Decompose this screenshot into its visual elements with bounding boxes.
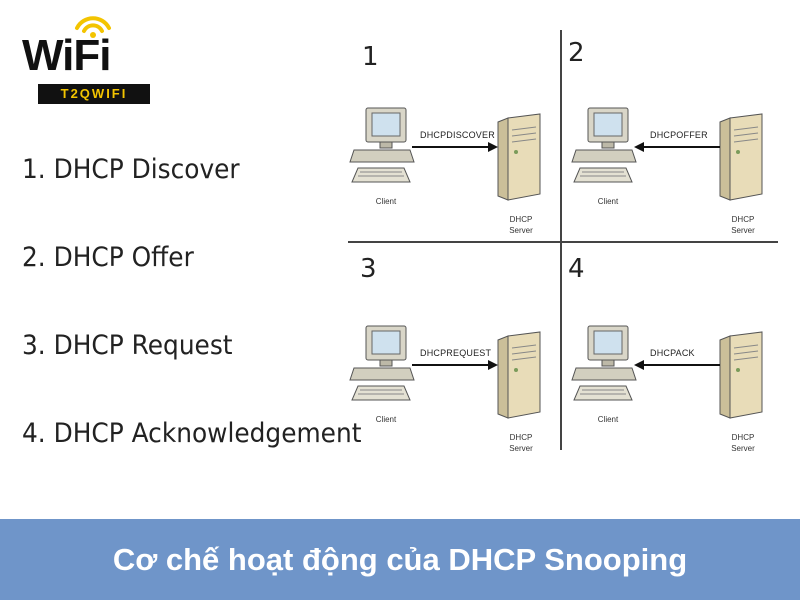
client-computer-icon — [570, 104, 650, 194]
banner-title: Cơ chế hoạt động của DHCP Snooping — [112, 542, 688, 577]
message-label: DHCPDISCOVER — [420, 130, 495, 140]
message-label: DHCPACK — [650, 348, 695, 358]
client-label: Client — [375, 415, 397, 424]
client-computer-icon — [348, 322, 428, 412]
server-label-line: Server — [731, 226, 755, 235]
server-label-line: DHCP — [509, 433, 533, 442]
step-item: 3. DHCP Request — [22, 330, 233, 361]
message-label: DHCPOFFER — [650, 130, 708, 140]
server-label: DHCP Server — [718, 432, 768, 454]
logo-tagline: T2QWIFI — [38, 84, 150, 104]
arrow-right-icon — [412, 360, 498, 370]
arrow-left-icon — [634, 142, 720, 152]
dhcp-server-icon — [496, 112, 546, 212]
quadrant-number: 3 — [360, 254, 377, 284]
quadrant-4: DHCPACK Client DHCP Server — [562, 260, 772, 460]
server-label: DHCP Server — [718, 214, 768, 236]
dhcp-server-icon — [496, 330, 546, 430]
quadrant-2: DHCPOFFER Client DHCP Server — [562, 42, 772, 242]
client-label: Client — [597, 197, 619, 206]
step-item: 2. DHCP Offer — [22, 242, 194, 273]
server-label-line: Server — [731, 444, 755, 453]
server-label-line: DHCP — [509, 215, 533, 224]
server-label-line: DHCP — [731, 215, 755, 224]
server-label-line: DHCP — [731, 433, 755, 442]
server-label: DHCP Server — [496, 214, 546, 236]
server-label-line: Server — [509, 226, 533, 235]
server-label-line: Server — [509, 444, 533, 453]
step-item: 1. DHCP Discover — [22, 154, 240, 185]
arrow-right-icon — [412, 142, 498, 152]
quadrant-number: 1 — [362, 42, 379, 72]
quadrant-number: 4 — [568, 254, 585, 284]
client-label: Client — [375, 197, 397, 206]
wifi-signal-icon — [75, 16, 111, 38]
title-banner: Cơ chế hoạt động của DHCP Snooping — [0, 519, 800, 600]
client-computer-icon — [348, 104, 428, 194]
dhcp-server-icon — [718, 330, 768, 430]
message-label: DHCPREQUEST — [420, 348, 492, 358]
logo: WiFi T2QWIFI — [22, 12, 152, 104]
client-label: Client — [597, 415, 619, 424]
dhcp-server-icon — [718, 112, 768, 212]
step-item: 4. DHCP Acknowledgement — [22, 418, 362, 449]
client-computer-icon — [570, 322, 650, 412]
logo-wordmark: WiFi — [22, 31, 111, 80]
arrow-left-icon — [634, 360, 720, 370]
quadrant-3: DHCPREQUEST Client DHCP Server — [340, 260, 550, 460]
quadrant-1: DHCPDISCOVER Client DHCP Server — [340, 42, 550, 242]
horizontal-divider — [348, 241, 778, 243]
dhcp-diagram: 1 2 3 4 DHCPDISCOVER Client DHCP Server — [340, 20, 780, 460]
quadrant-number: 2 — [568, 38, 585, 68]
vertical-divider — [560, 30, 562, 450]
steps-list: 1. DHCP Discover 2. DHCP Offer 3. DHCP R… — [22, 148, 391, 500]
server-label: DHCP Server — [496, 432, 546, 454]
